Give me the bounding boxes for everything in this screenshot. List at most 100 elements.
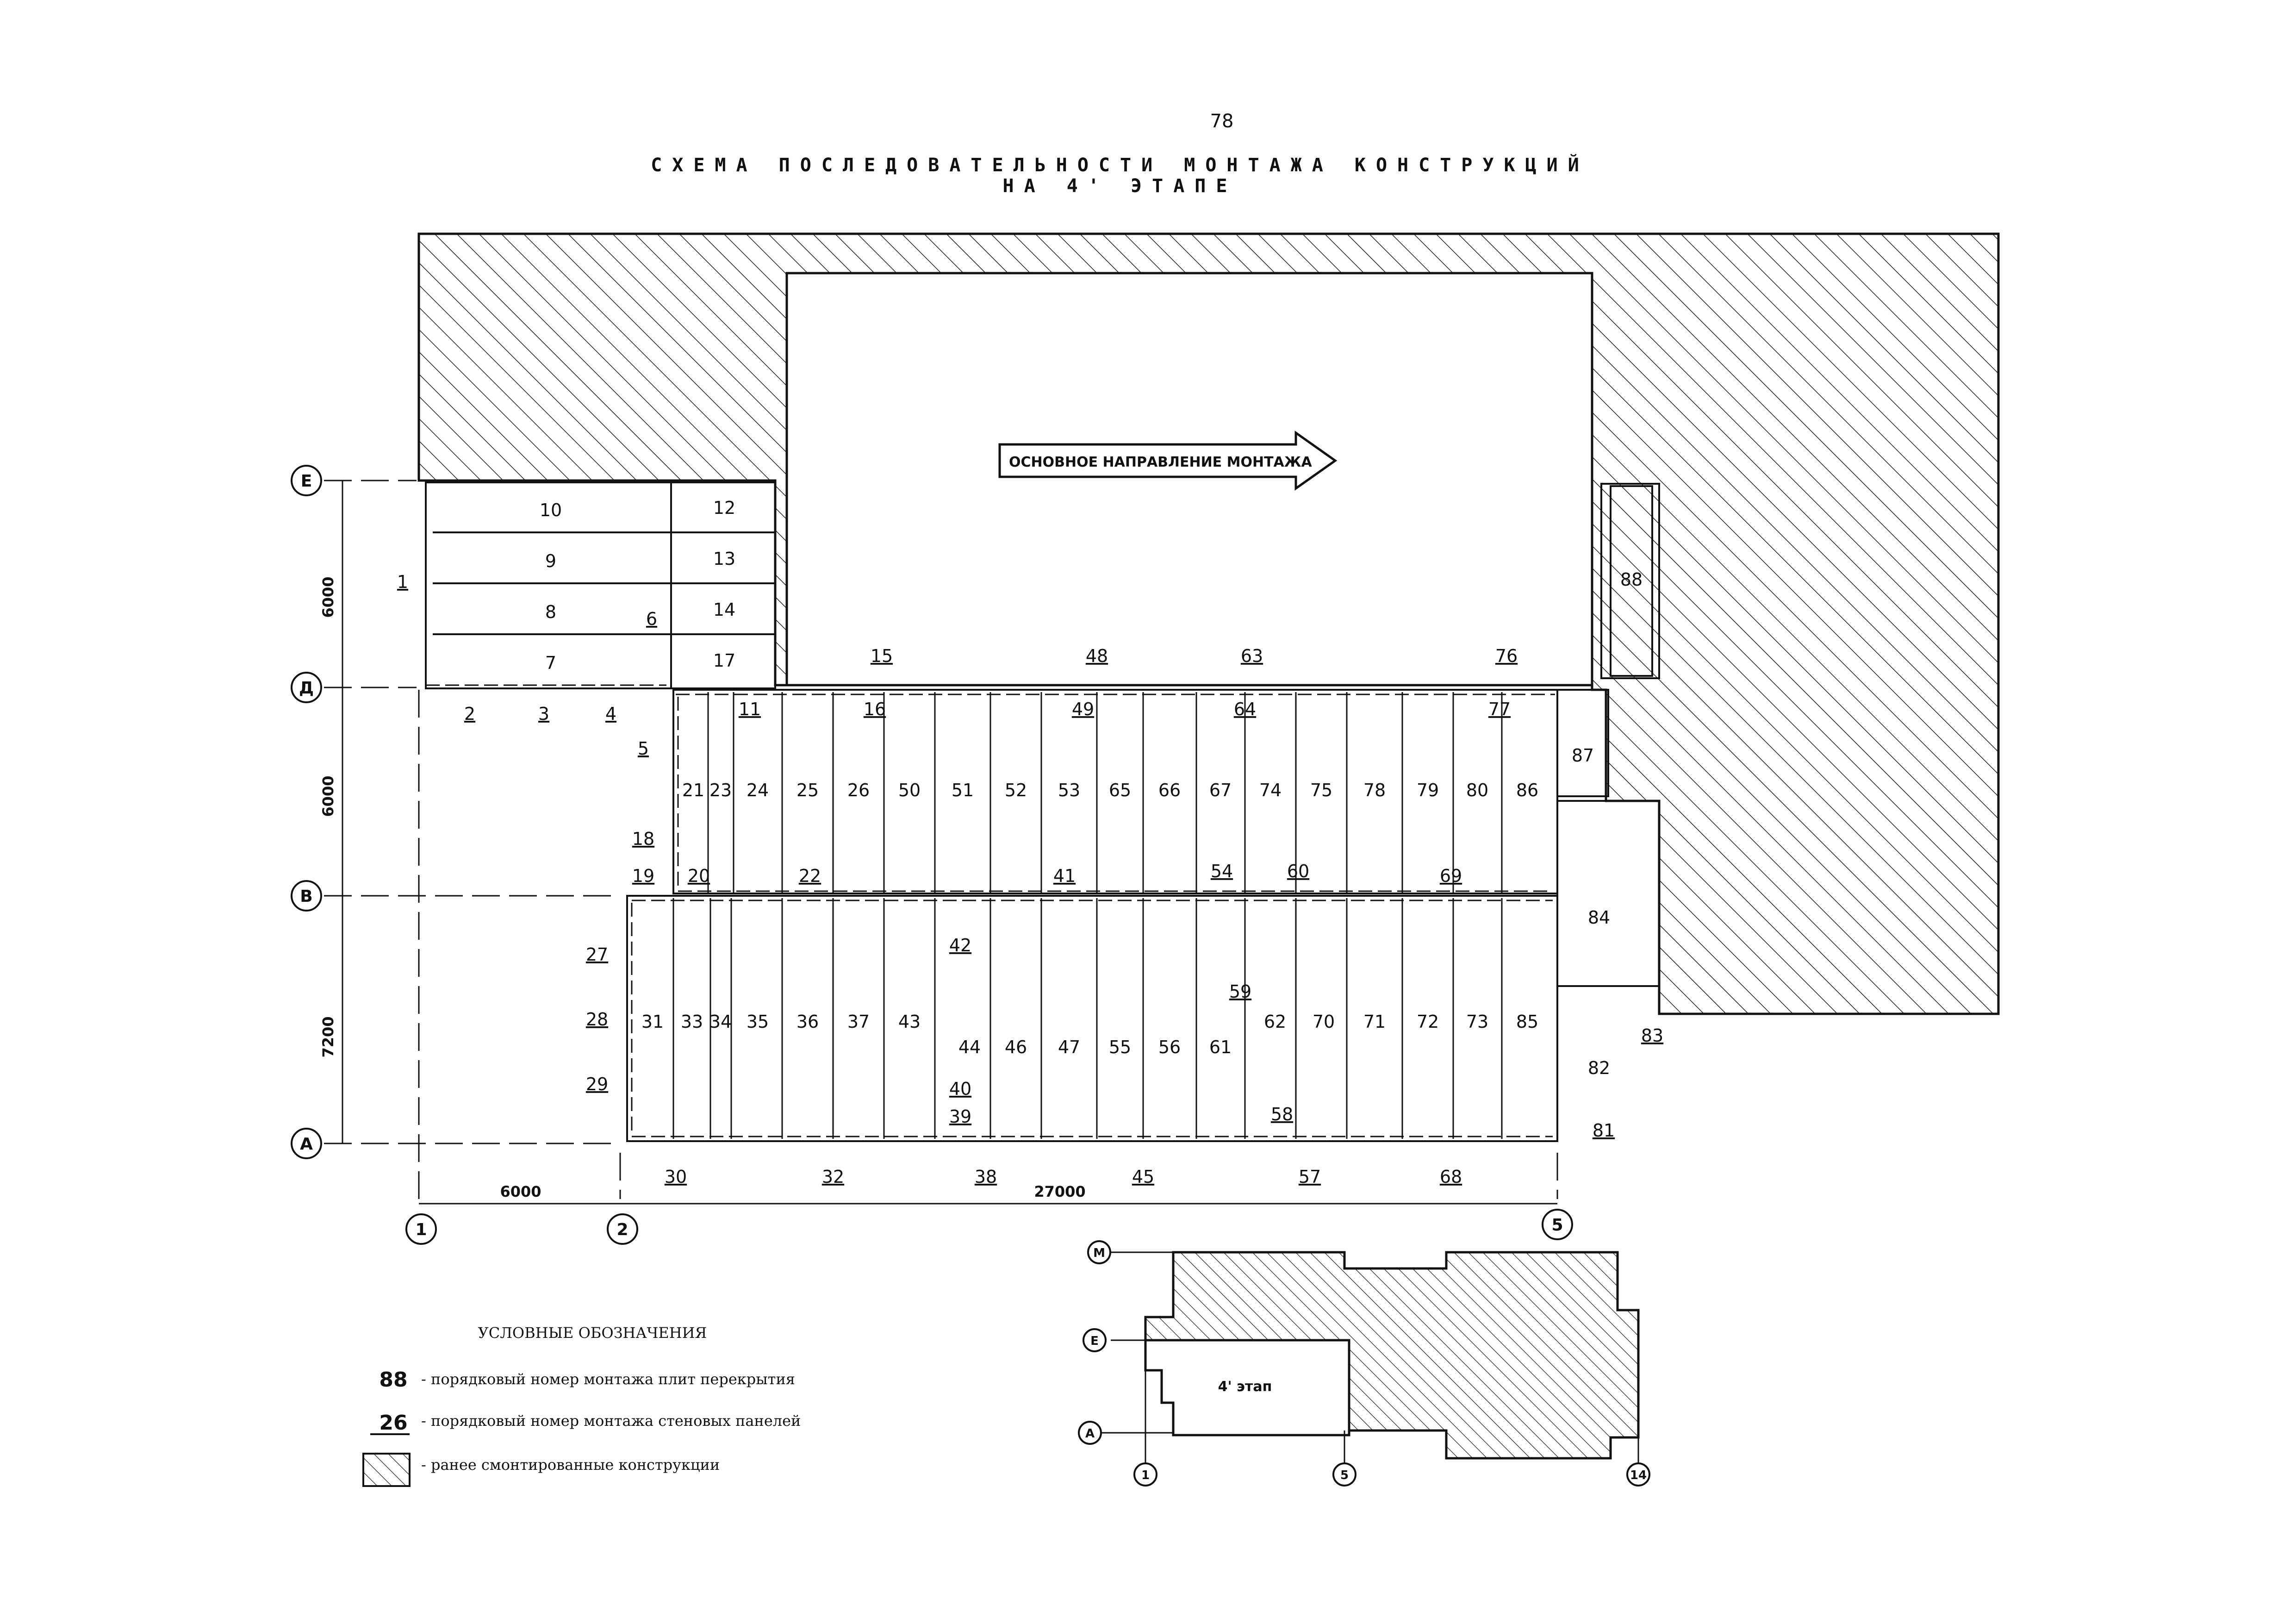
- wall-panel-number: 20: [688, 866, 710, 886]
- wall-panel-number: 40: [949, 1079, 971, 1099]
- slab-number: 56: [1158, 1037, 1181, 1057]
- wall-panel-number: 69: [1440, 866, 1462, 886]
- drawing-subtitle: НА 4' ЭТАПЕ: [1003, 175, 1238, 197]
- wall-panel-number: 22: [799, 866, 821, 886]
- slab-10: 10: [540, 500, 562, 520]
- drawing-title: СХЕМА ПОСЛЕДОВАТЕЛЬНОСТИ МОНТАЖА КОНСТРУ…: [651, 154, 1589, 176]
- wall-panel-number: 38: [975, 1167, 997, 1187]
- svg-text:1: 1: [415, 1220, 427, 1239]
- key-plan-stage-label: 4' этап: [1218, 1379, 1272, 1395]
- wall-panel-number: 41: [1053, 866, 1076, 886]
- wall-panel-number: 6: [646, 609, 657, 629]
- wall-panel-number: 28: [586, 1009, 608, 1030]
- legend: УСЛОВНЫЕ ОБОЗНАЧЕНИЯ 88 - порядковый ном…: [362, 1324, 801, 1487]
- slab-9: 9: [545, 551, 556, 571]
- wall-panel-number: 2: [464, 704, 475, 724]
- slab-number: 24: [747, 780, 769, 800]
- slab-82: 82: [1588, 1058, 1610, 1078]
- slab-number: 35: [747, 1012, 769, 1032]
- wall-panel-number: 1: [397, 572, 408, 592]
- slab-number: 62: [1264, 1012, 1286, 1032]
- wall-panel-number: 4: [605, 704, 616, 724]
- dim-horizontal-1: 6000: [500, 1183, 541, 1200]
- slab-88: 88: [1620, 569, 1643, 590]
- svg-text:Е: Е: [301, 472, 312, 491]
- slab-17: 17: [713, 650, 735, 671]
- svg-text:Д: Д: [299, 679, 314, 698]
- svg-text:14: 14: [1630, 1468, 1647, 1482]
- slab-12: 12: [713, 498, 735, 518]
- wall-panel-number: 54: [1211, 861, 1233, 881]
- column-axis-markers: 1 2 5: [405, 1209, 1573, 1245]
- slab-number: 72: [1417, 1012, 1439, 1032]
- wall-panel-number: 57: [1299, 1167, 1321, 1187]
- slab-number: 46: [1005, 1037, 1027, 1057]
- wall-panel-number: 3: [538, 704, 549, 724]
- slab-number: 74: [1259, 780, 1282, 800]
- slab-number: 53: [1058, 780, 1080, 800]
- slab-number: 50: [898, 780, 921, 800]
- wall-panel-number: 76: [1495, 646, 1518, 666]
- slab-8: 8: [545, 602, 556, 622]
- svg-text:Е: Е: [1090, 1334, 1099, 1348]
- legend-symbol-slab: 88: [379, 1368, 407, 1392]
- wall-panel-number: 77: [1488, 699, 1511, 719]
- wall-panel-number: 63: [1241, 646, 1263, 666]
- slab-number: 65: [1109, 780, 1131, 800]
- lower-strip-divisions: [672, 898, 1503, 1139]
- direction-arrow: ОСНОВНОЕ НАПРАВЛЕНИЕ МОНТАЖА: [998, 431, 1338, 491]
- wall-panel-number: 15: [871, 646, 893, 666]
- svg-text:5: 5: [1551, 1216, 1563, 1235]
- wall-panel-number: 60: [1287, 861, 1309, 881]
- slab-7: 7: [545, 653, 556, 673]
- slab-number: 34: [709, 1012, 732, 1032]
- slab-14: 14: [713, 600, 735, 620]
- legend-text-slab: - порядковый номер монтажа плит перекрыт…: [421, 1370, 795, 1388]
- lower-slab-numbers: 31 33 34 35 36 37 43 44 46 47 55 56 61 6…: [641, 1012, 1538, 1057]
- slab-number: 21: [682, 780, 704, 800]
- slab-number: 26: [847, 780, 870, 800]
- wall-panel-number: 30: [665, 1167, 687, 1187]
- row-axis-markers: Е Д В А: [291, 465, 322, 1159]
- slab-number: 75: [1310, 780, 1332, 800]
- svg-text:А: А: [1085, 1427, 1095, 1441]
- wall-panel-number: 49: [1072, 699, 1094, 719]
- wall-panel-numbers: 1 2 3 4 5 6 11 15 16 18 19 20 22 27 28 2…: [397, 572, 1663, 1187]
- legend-symbol-wall: 26: [379, 1411, 407, 1435]
- dim-vertical-3: 7200: [319, 1016, 337, 1057]
- svg-text:2: 2: [616, 1220, 628, 1239]
- slab-number: 79: [1417, 780, 1439, 800]
- wall-panel-number: 81: [1593, 1120, 1615, 1141]
- slab-number: 55: [1109, 1037, 1131, 1057]
- svg-text:М: М: [1093, 1246, 1105, 1260]
- wall-panel-number: 29: [586, 1074, 608, 1094]
- slab-87: 87: [1572, 745, 1594, 766]
- slab-number: 61: [1209, 1037, 1232, 1057]
- upper-slab-numbers: 21 23 24 25 26 50 51 52 53 65 66 67 74 7…: [682, 780, 1538, 800]
- wall-panel-number: 59: [1229, 981, 1251, 1002]
- wall-panel-number: 68: [1440, 1167, 1462, 1187]
- slab-number: 33: [681, 1012, 703, 1032]
- legend-hatch-swatch: [362, 1453, 411, 1487]
- slab-number: 71: [1363, 1012, 1386, 1032]
- upper-strip-divisions: [707, 692, 1503, 893]
- wall-panel-number: 27: [586, 944, 608, 965]
- dim-horizontal-2: 27000: [1034, 1183, 1085, 1200]
- legend-text-hatch: - ранее смонтированные конструкции: [421, 1456, 720, 1474]
- slab-number: 43: [898, 1012, 921, 1032]
- slab-number: 51: [952, 780, 974, 800]
- page-number: 78: [1210, 111, 1234, 132]
- slab-number: 80: [1466, 780, 1488, 800]
- legend-title: УСЛОВНЫЕ ОБОЗНАЧЕНИЯ: [478, 1324, 707, 1342]
- wall-panel-number: 39: [949, 1106, 971, 1127]
- wall-panel-number: 19: [632, 866, 654, 886]
- wall-panel-number: 32: [822, 1167, 844, 1187]
- svg-text:А: А: [300, 1135, 313, 1154]
- slab-number: 73: [1466, 1012, 1488, 1032]
- wall-panels: [426, 684, 1555, 1137]
- slab-number: 86: [1516, 780, 1538, 800]
- slab-layout: [425, 481, 1660, 1142]
- slab-number: 78: [1363, 780, 1386, 800]
- dim-vertical-2: 6000: [319, 775, 337, 817]
